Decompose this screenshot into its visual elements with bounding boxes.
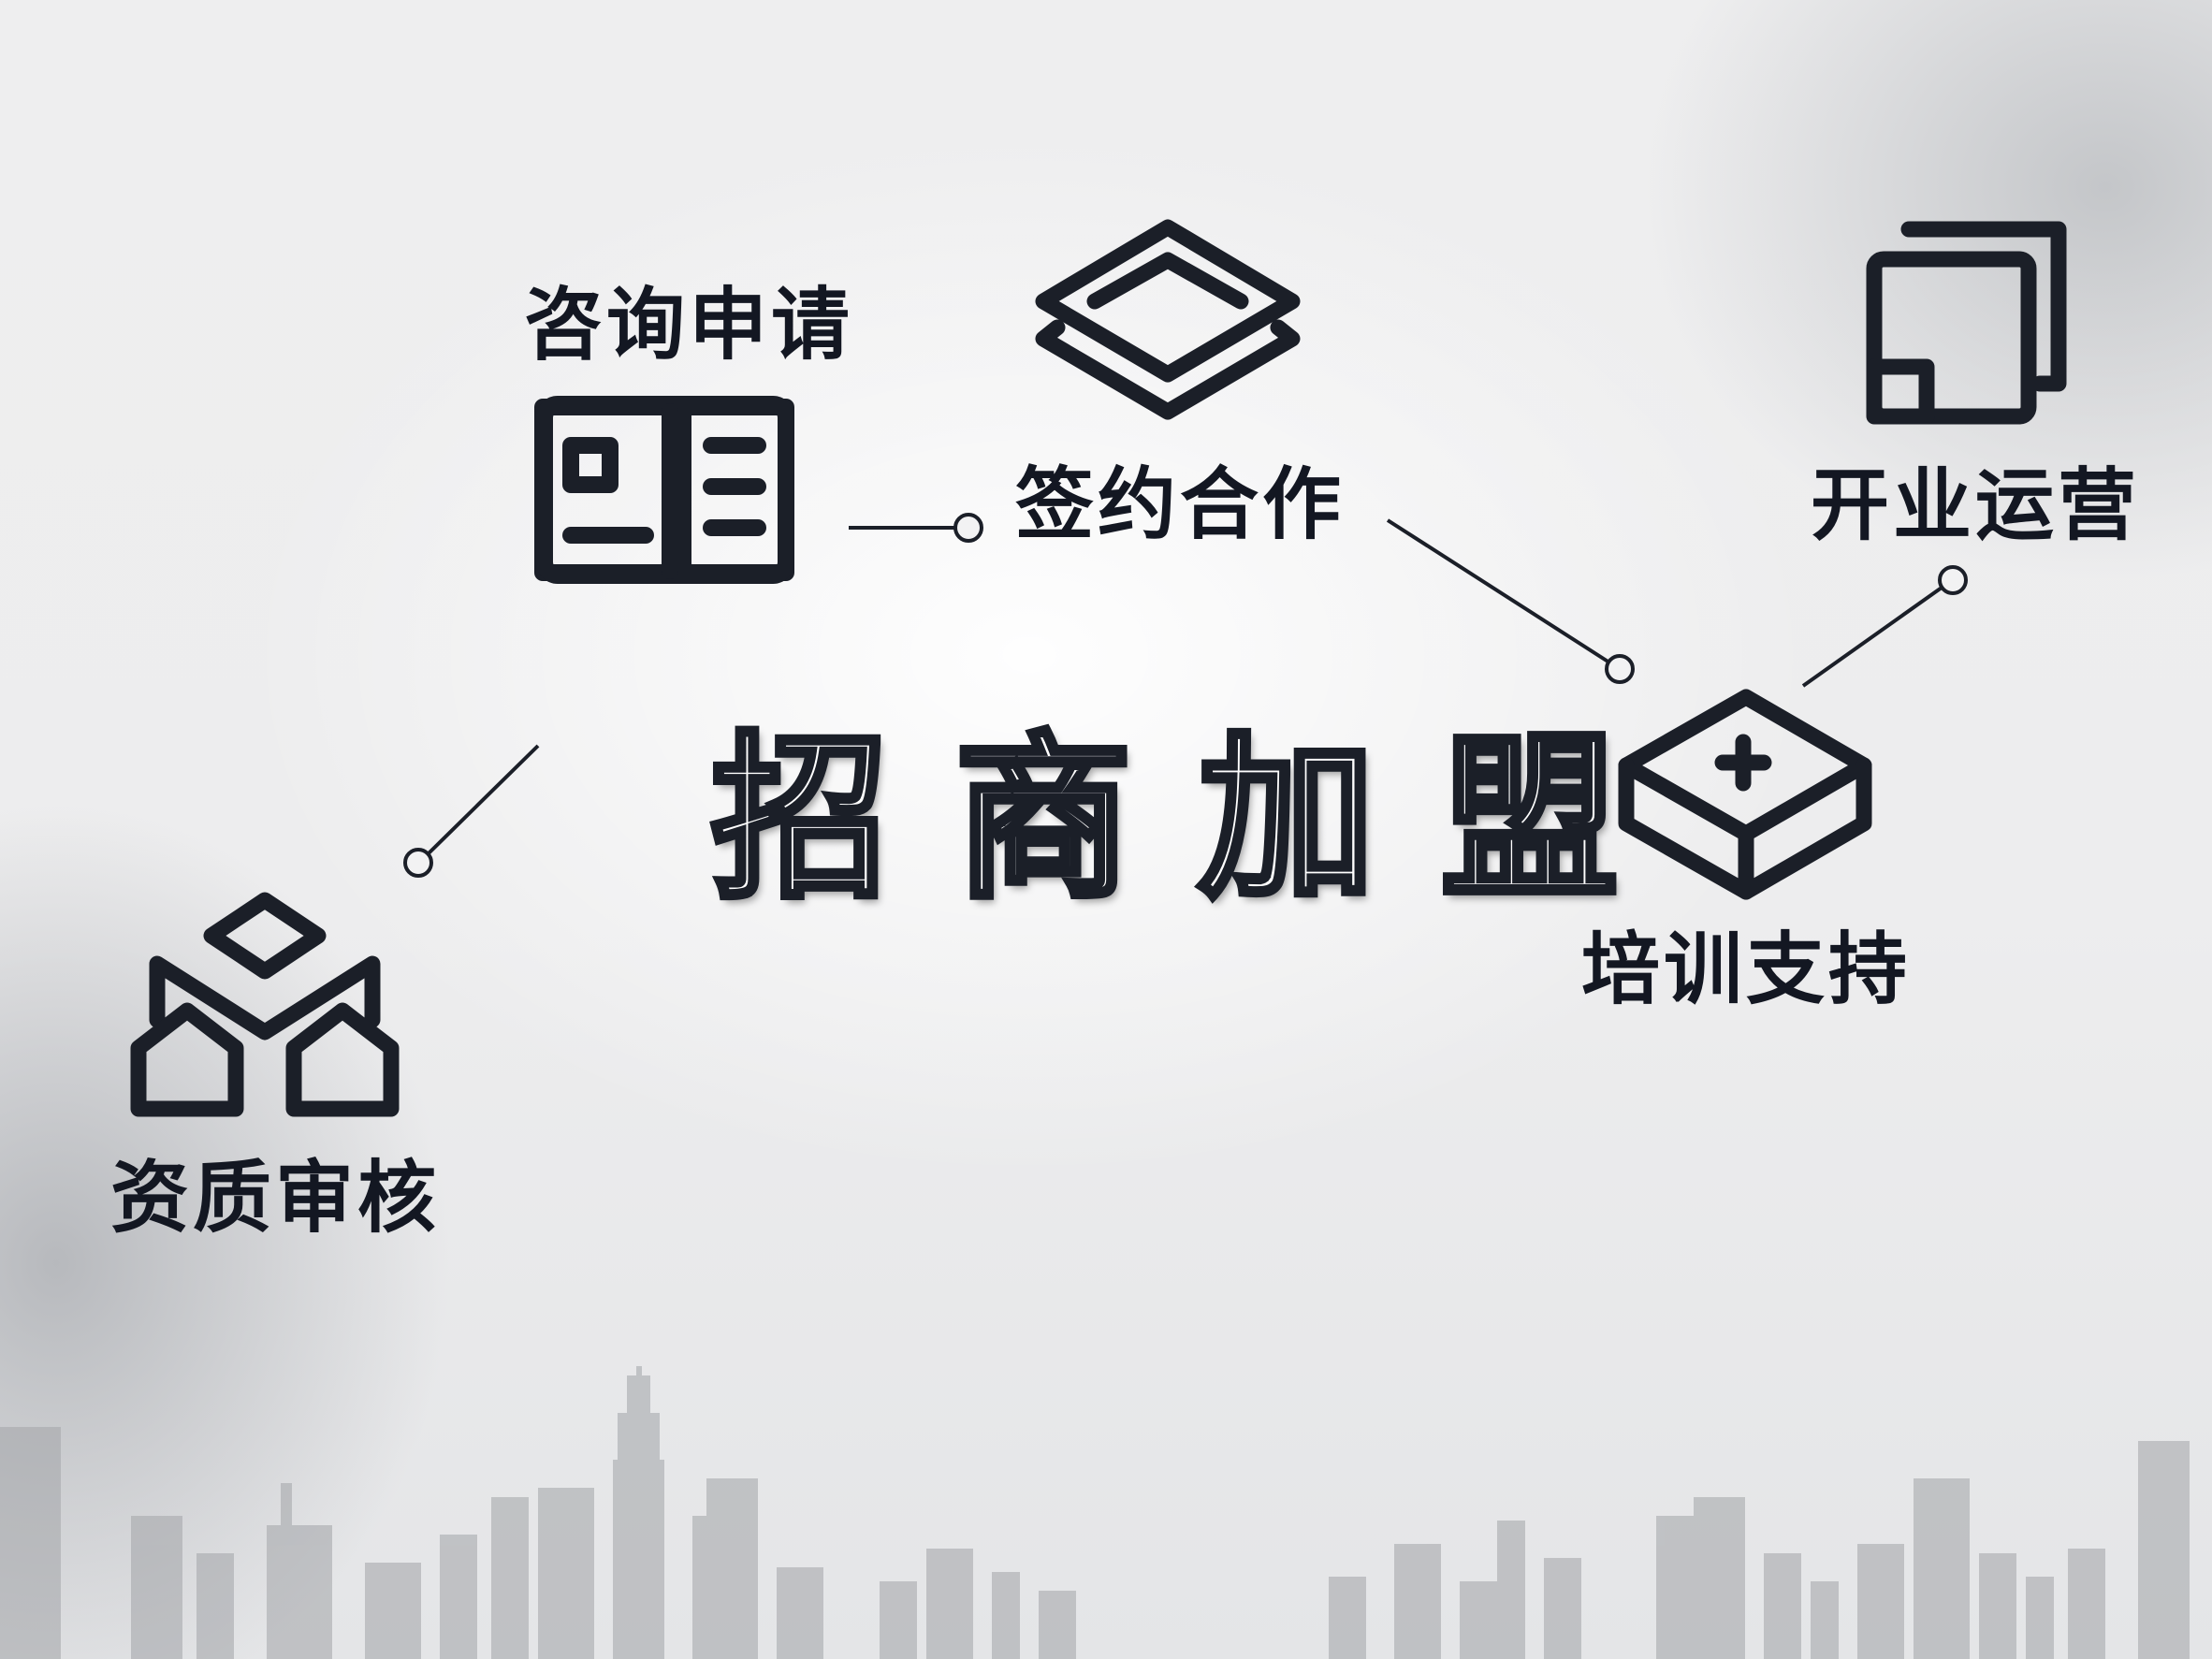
step-label-consult: 咨询申请 [524,279,854,371]
page-title: 招商加盟 [708,714,1685,923]
step-label-sign: 签约合作 [1015,458,1346,550]
connector-node [953,513,983,543]
step-label-open: 开业运营 [1811,459,2141,551]
connector-train-open [1801,586,1943,688]
step-label-review: 资质审核 [110,1152,441,1244]
connector-node [403,848,433,878]
connector-node [1938,565,1968,595]
step-label-train: 培训支持 [1581,924,1912,1015]
connector-consult-review [426,744,540,856]
connector-sign-train [1386,518,1611,664]
connector-node [1605,654,1635,684]
